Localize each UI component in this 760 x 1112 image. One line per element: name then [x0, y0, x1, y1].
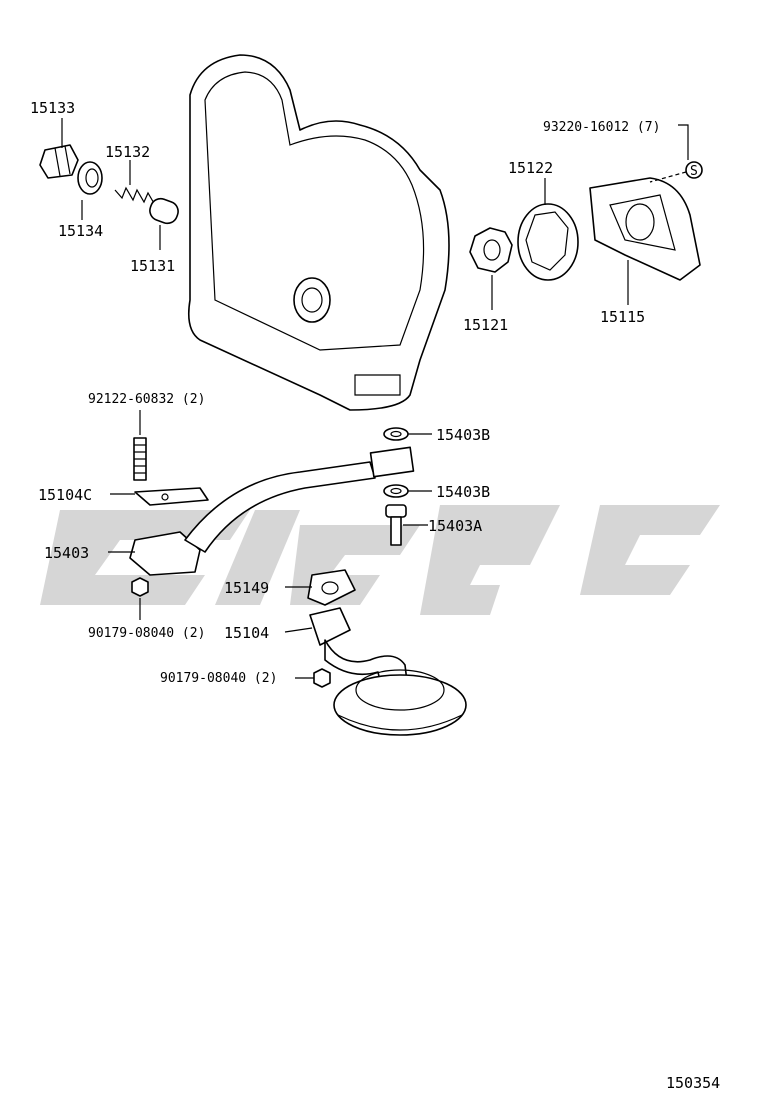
part-92122-stud — [133, 437, 147, 481]
part-15133-plug — [39, 144, 79, 179]
label-15134: 15134 — [58, 222, 103, 240]
label-90179-b: 90179-08040 (2) — [160, 671, 277, 686]
part-15121-rotor — [469, 227, 513, 273]
part-15131-valve — [149, 197, 179, 225]
label-15403B-top: 15403B — [436, 426, 490, 444]
label-90179-a: 90179-08040 (2) — [88, 626, 205, 641]
label-15104: 15104 — [224, 624, 269, 642]
part-15122-rotor — [517, 203, 579, 281]
label-15115: 15115 — [600, 308, 645, 326]
label-15104C: 15104C — [38, 486, 92, 504]
label-15403A: 15403A — [428, 517, 482, 535]
timing-cover — [187, 54, 450, 411]
s-marker-text: S — [690, 164, 698, 179]
figure-number: 150354 — [666, 1074, 720, 1092]
label-15121: 15121 — [463, 316, 508, 334]
part-15115-pump-cover — [589, 177, 701, 281]
part-15132-spring — [114, 186, 156, 206]
part-15104C-gasket — [134, 487, 209, 506]
label-15122: 15122 — [508, 159, 553, 177]
part-90179-nut-a — [131, 577, 149, 597]
part-90179-nut-b — [313, 668, 331, 688]
label-15403B-bottom: 15403B — [436, 483, 490, 501]
label-92122: 92122-60832 (2) — [88, 392, 205, 407]
label-15403: 15403 — [44, 544, 89, 562]
part-labels: 15133 15132 15134 15131 93220-16012 (7) … — [30, 99, 720, 1092]
part-15403B-washer-bottom — [383, 484, 409, 498]
part-15104-strainer — [309, 607, 467, 736]
s-marker: S — [685, 161, 703, 179]
label-15133: 15133 — [30, 99, 75, 117]
part-15403B-washer-top — [383, 427, 409, 441]
part-15403A-bolt — [385, 504, 407, 546]
part-15134-gasket — [77, 161, 103, 195]
label-15149: 15149 — [224, 579, 269, 597]
label-93220: 93220-16012 (7) — [543, 120, 660, 135]
label-15131: 15131 — [130, 257, 175, 275]
label-15132: 15132 — [105, 143, 150, 161]
part-15403-pipe — [129, 446, 415, 576]
part-15149-gasket — [307, 569, 356, 606]
leader-lines — [61, 118, 689, 679]
